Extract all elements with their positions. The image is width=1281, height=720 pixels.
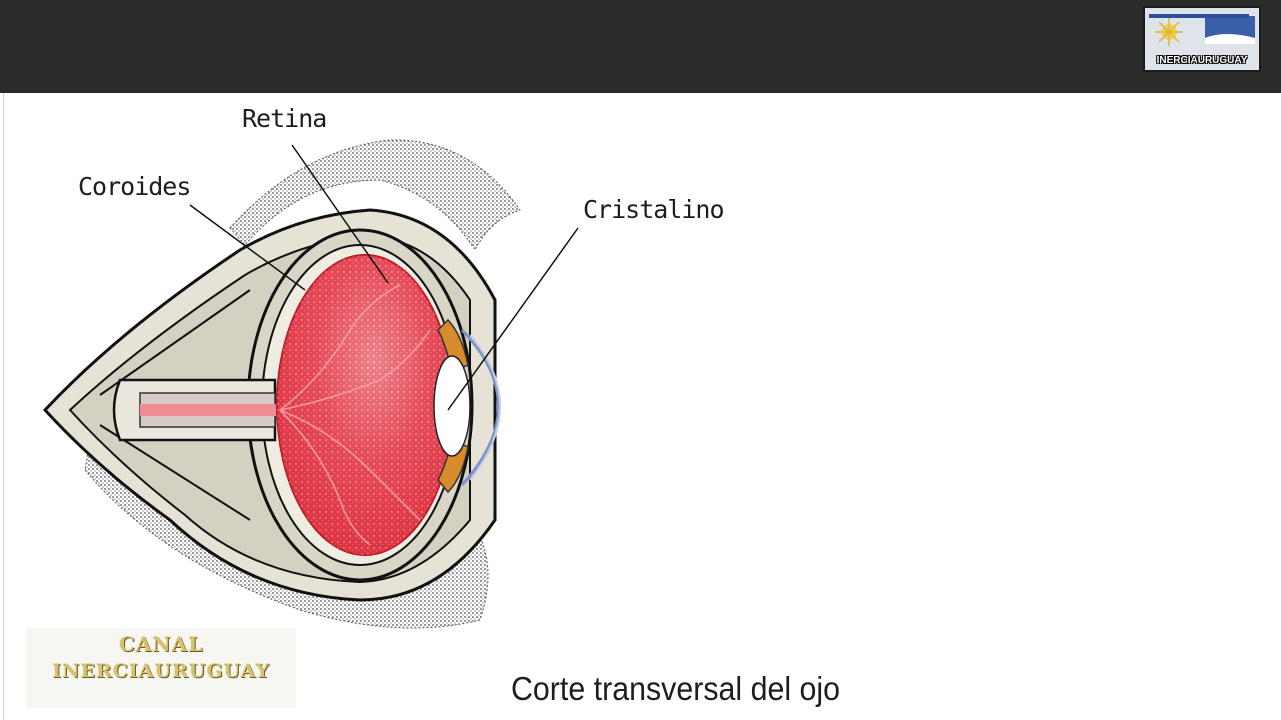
cristalino-leader [447,227,579,411]
iris-lower [437,438,469,494]
top-bar [0,0,1281,93]
cristalino-label: Cristalino [583,195,725,224]
channel-logo: INERCIAURUGUAY [1143,6,1261,72]
retina-label: Retina [242,104,327,133]
watermark-line2: INERCIAURUGUAY [52,660,270,682]
cornea [460,328,500,487]
watermark-line1: CANAL [118,632,204,656]
coroides-leader [189,204,306,291]
retina-leader [291,144,389,284]
logo-text: INERCIAURUGUAY [1156,55,1248,66]
upper-eyelid [229,139,521,252]
logo-graphic [1145,8,1259,70]
coroides-label: Coroides [78,172,191,201]
channel-watermark: CANAL INERCIAURUGUAY [26,628,296,708]
diagram-caption: Corte transversal del ojo [511,670,841,707]
lens [433,355,471,457]
